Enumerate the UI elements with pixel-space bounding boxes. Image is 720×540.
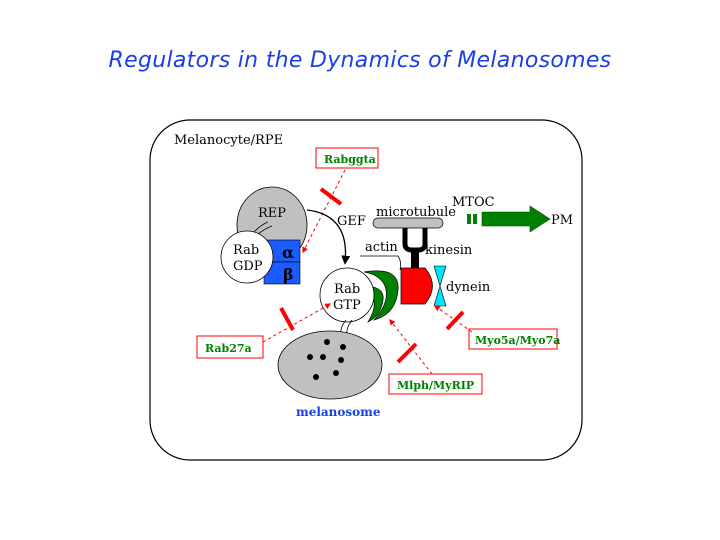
- melanosome-organelle: [277, 330, 383, 400]
- rabggta-inhibitor-bar: [319, 187, 343, 206]
- microtubule-label: microtubule: [376, 205, 456, 220]
- melanin-granule: [307, 354, 313, 360]
- gef-label: GEF: [337, 214, 366, 229]
- rabggta-box: [315, 147, 379, 169]
- melanin-granule: [338, 357, 344, 363]
- mtoc-bar-2: [473, 214, 477, 224]
- myo5a-myo7a-label: Myo5a/Myo7a: [475, 334, 560, 347]
- pm-label: PM: [551, 213, 573, 228]
- beta-label: β: [283, 265, 294, 284]
- rab27a-inhibitor-bar: [279, 307, 295, 331]
- dynein: [433, 265, 447, 307]
- rab27a-box: [196, 335, 264, 359]
- rab-gdp: [220, 230, 274, 284]
- rep-label: REP: [258, 206, 286, 221]
- rab27a-label: Rab27a: [205, 342, 252, 355]
- rabggta-label: Rabggta: [324, 153, 376, 166]
- motor-red: [400, 267, 433, 305]
- pm-arrow: [481, 205, 551, 233]
- melanin-granule: [313, 374, 319, 380]
- myo5a-myo7a-box: [468, 328, 558, 350]
- dynein-label: dynein: [446, 280, 491, 295]
- rab-gtp: [319, 267, 375, 323]
- mlph-myrip-inhibitor-bar: [396, 342, 418, 364]
- melanosome-label: melanosome: [296, 405, 381, 419]
- rab-gtp-label-1: Rab: [334, 282, 360, 297]
- alpha-label: α: [282, 243, 294, 262]
- rab27a-arrow: [262, 303, 332, 343]
- melanin-granule: [340, 344, 346, 350]
- myo5a-myo7a-arrow: [434, 305, 473, 333]
- cell-label: Melanocyte/RPE: [174, 133, 283, 148]
- myo5a-myo7a-inhibitor-bar: [445, 310, 465, 331]
- myosin-crescent-1: [363, 270, 399, 321]
- rab-gdp-prenyl-tail-2: [257, 225, 273, 235]
- kinesin-label: kinesin: [425, 243, 473, 258]
- actin-filament: [360, 255, 402, 271]
- rab-gdp-label-2: GDP: [233, 259, 263, 274]
- rab-gtp-label-2: GTP: [333, 298, 361, 313]
- mlph-myrip-label: Mlph/MyRIP: [397, 379, 474, 392]
- rab-gdp-prenyl-tail: [253, 221, 269, 233]
- gef-arrow: [306, 209, 351, 265]
- melanin-granule: [320, 354, 326, 360]
- actin-label: actin: [365, 240, 398, 255]
- microtubule: [372, 217, 444, 229]
- melanin-granule: [324, 339, 330, 345]
- mlph-myrip-box: [388, 373, 483, 395]
- melanin-granule: [333, 370, 339, 376]
- slide-title: Regulators in the Dynamics of Melanosome…: [108, 48, 612, 73]
- rab-gdp-label-1: Rab: [233, 243, 259, 258]
- mtoc-bar-1: [467, 214, 471, 224]
- mtoc-label: MTOC: [452, 195, 495, 210]
- kinesin-stalk: [411, 250, 419, 270]
